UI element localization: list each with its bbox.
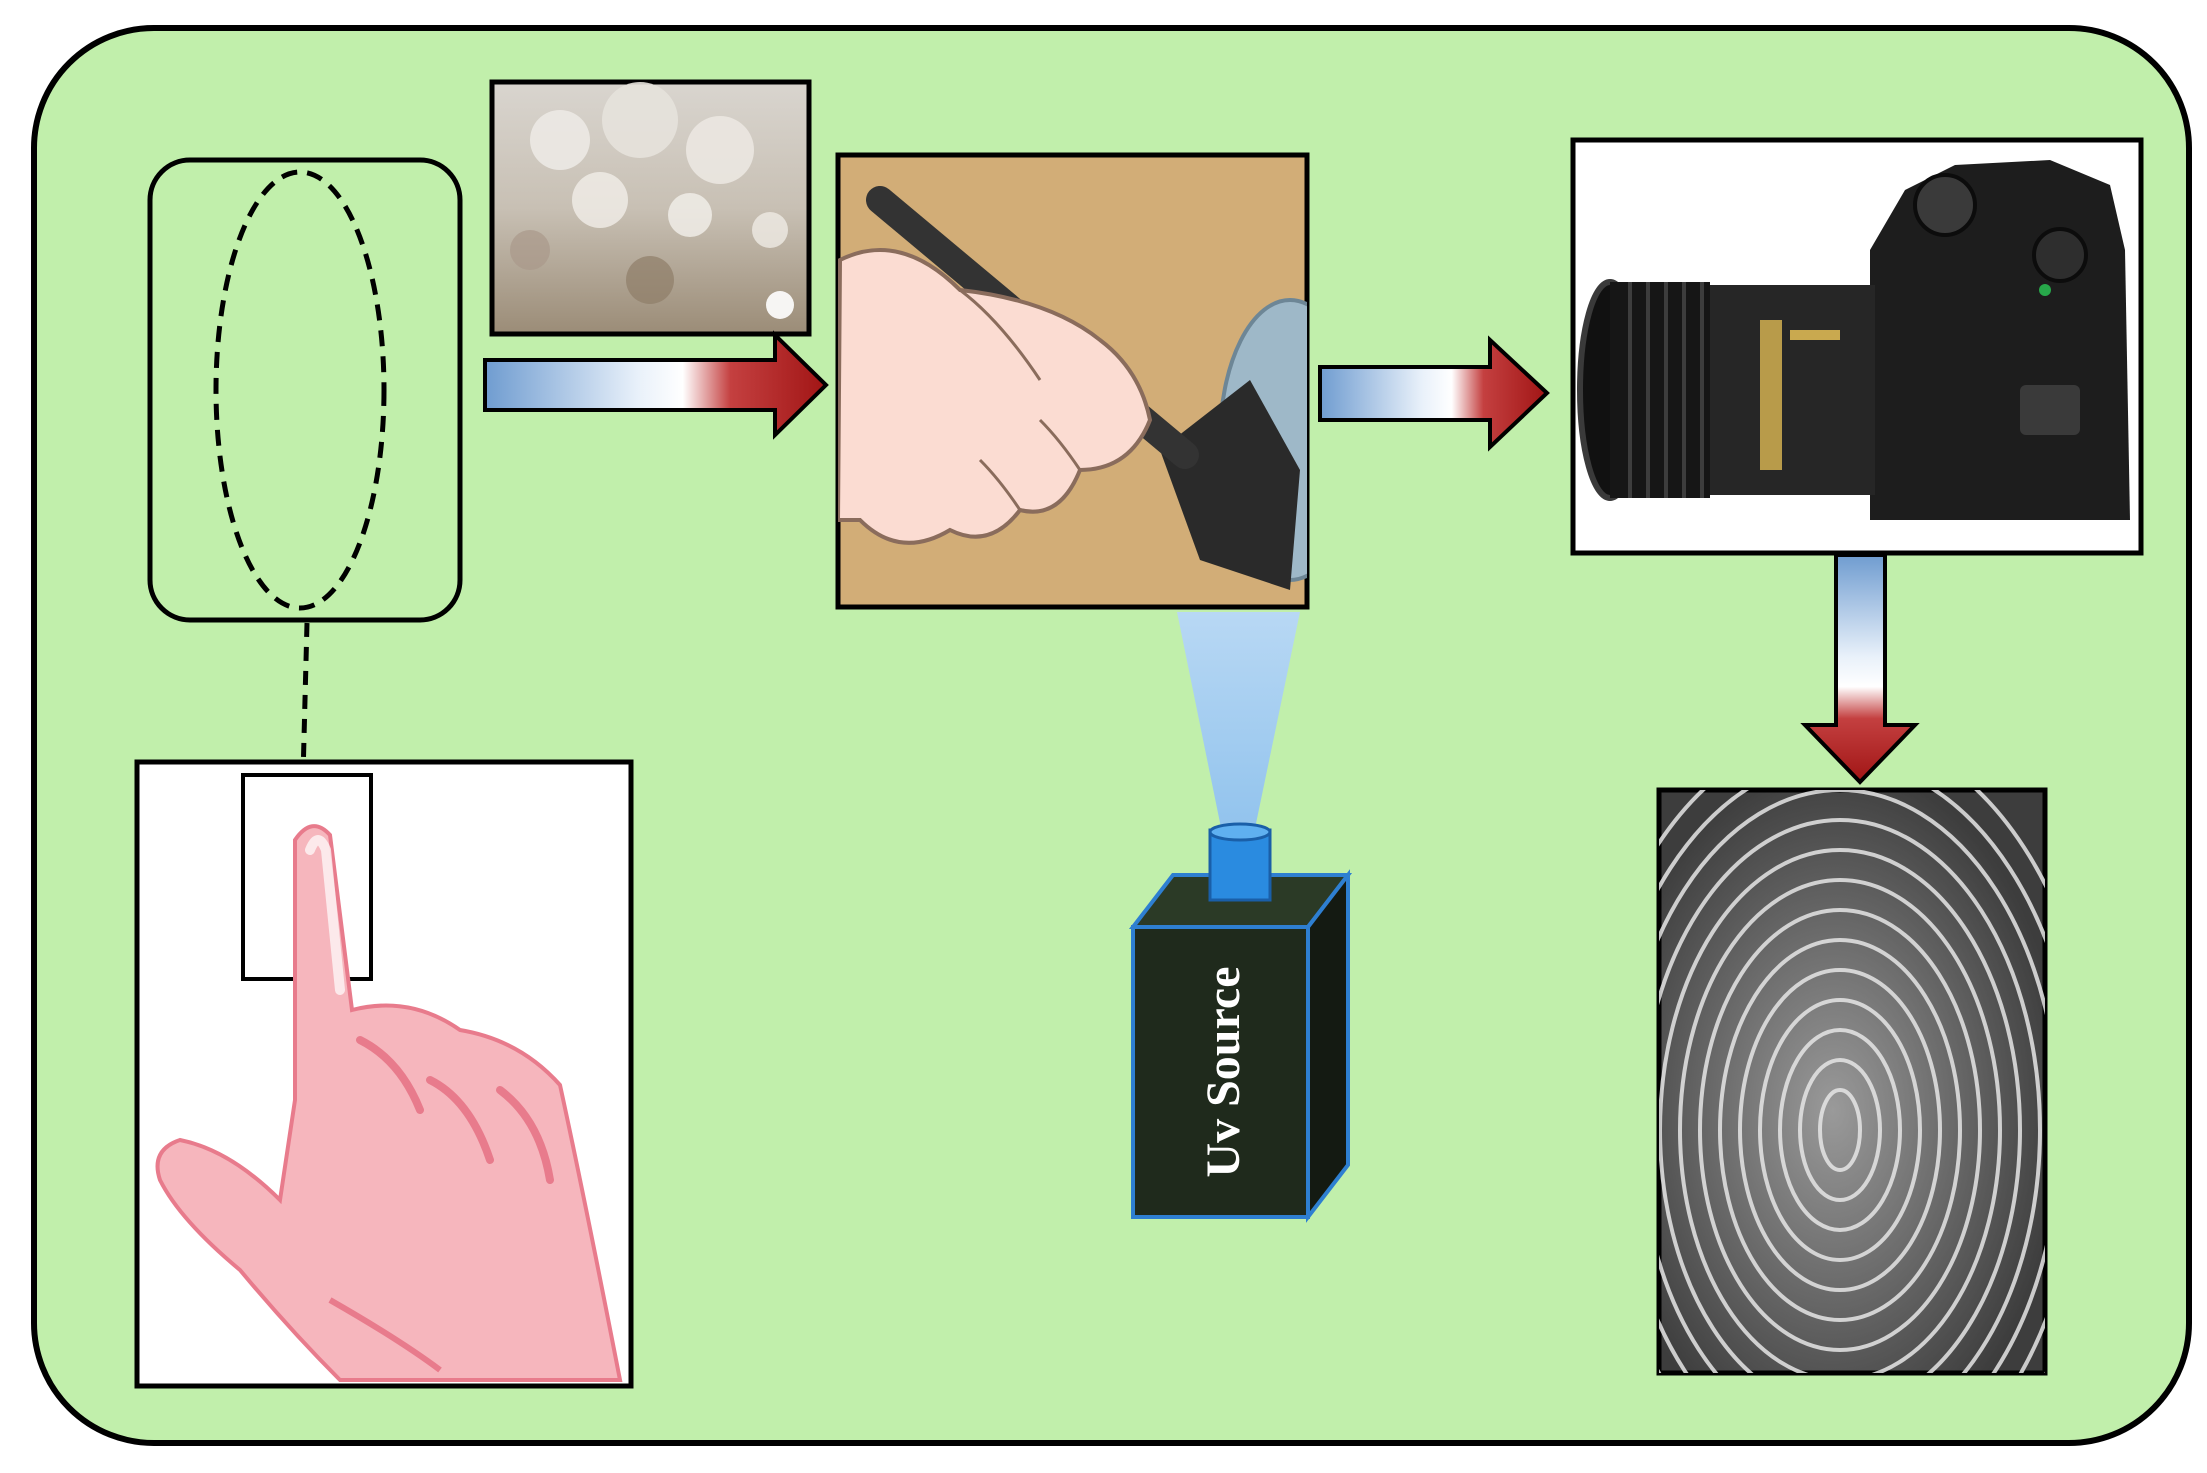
uv-source-label: Uv Source bbox=[1197, 966, 1250, 1177]
hand-pointing-icon bbox=[134, 759, 634, 1389]
arrow-camera-to-fingerprint bbox=[1800, 553, 1920, 785]
camera-icon bbox=[1570, 137, 2144, 556]
arrow-powder-to-brush bbox=[483, 330, 829, 440]
uv-lamp-icon: Uv Source bbox=[1128, 822, 1353, 1223]
powder-icon bbox=[489, 79, 812, 337]
uv-beam bbox=[1177, 612, 1300, 862]
arrow-brush-to-camera bbox=[1318, 335, 1550, 452]
brush-application-icon bbox=[835, 152, 1310, 610]
fingertip-ellipse-icon bbox=[147, 157, 463, 816]
fingerprint-icon bbox=[1656, 787, 2048, 1376]
